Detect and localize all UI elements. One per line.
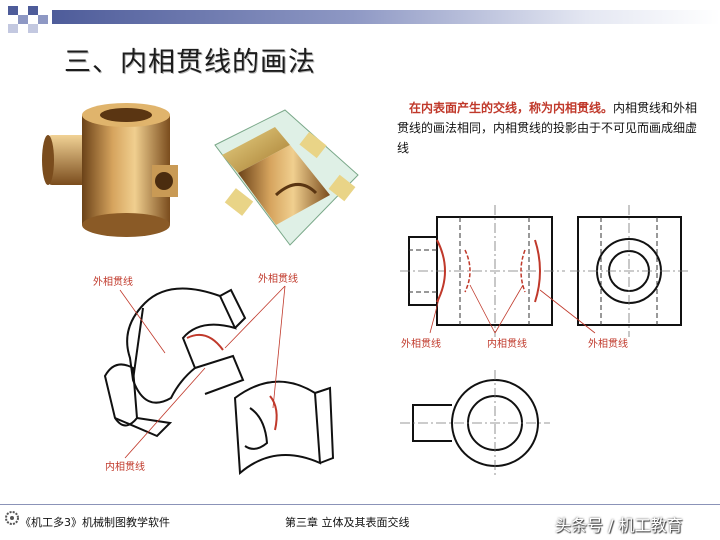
label-inner-a: 内相贯线 [105,460,145,473]
isometric-drawing: 外相贯线 外相贯线 内相贯线 [93,272,335,476]
description-text: 在内表面产生的交线，称为内相贯线。内相贯线和外相贯线的画法相同，内相贯线的投影由… [397,98,705,158]
orthographic-drawing: 外相贯线 内相贯线 外相贯线 [400,205,691,477]
footer-software-name: 《机工多3》机械制图教学软件 [20,516,170,529]
label-outer-d: 外相贯线 [588,337,628,350]
header-gradient-bar [52,10,720,24]
sectioned-pipe-model [214,109,359,246]
pipe-models [42,103,359,246]
slide-title: 三、内相贯线的画法 [64,47,316,78]
gear-logo-icon [5,511,19,525]
label-outer-c: 外相贯线 [401,337,441,350]
label-outer-b: 外相贯线 [258,272,298,285]
watermark: 头条号 / 机工教育 [555,516,683,535]
bronze-pipe-model [42,103,178,237]
label-inner-b: 内相贯线 [487,337,527,350]
description-black: 内相贯线和外相贯线的画法相同，内相贯线的投影由于不可见而画成细虚线 [397,101,698,155]
footer-chapter: 第三章 立体及其表面交线 [285,516,410,529]
footer-divider [0,504,720,505]
label-outer-a: 外相贯线 [93,275,133,288]
header-checker-decoration [8,6,48,34]
description-red: 在内表面产生的交线，称为内相贯线。 [409,101,614,115]
